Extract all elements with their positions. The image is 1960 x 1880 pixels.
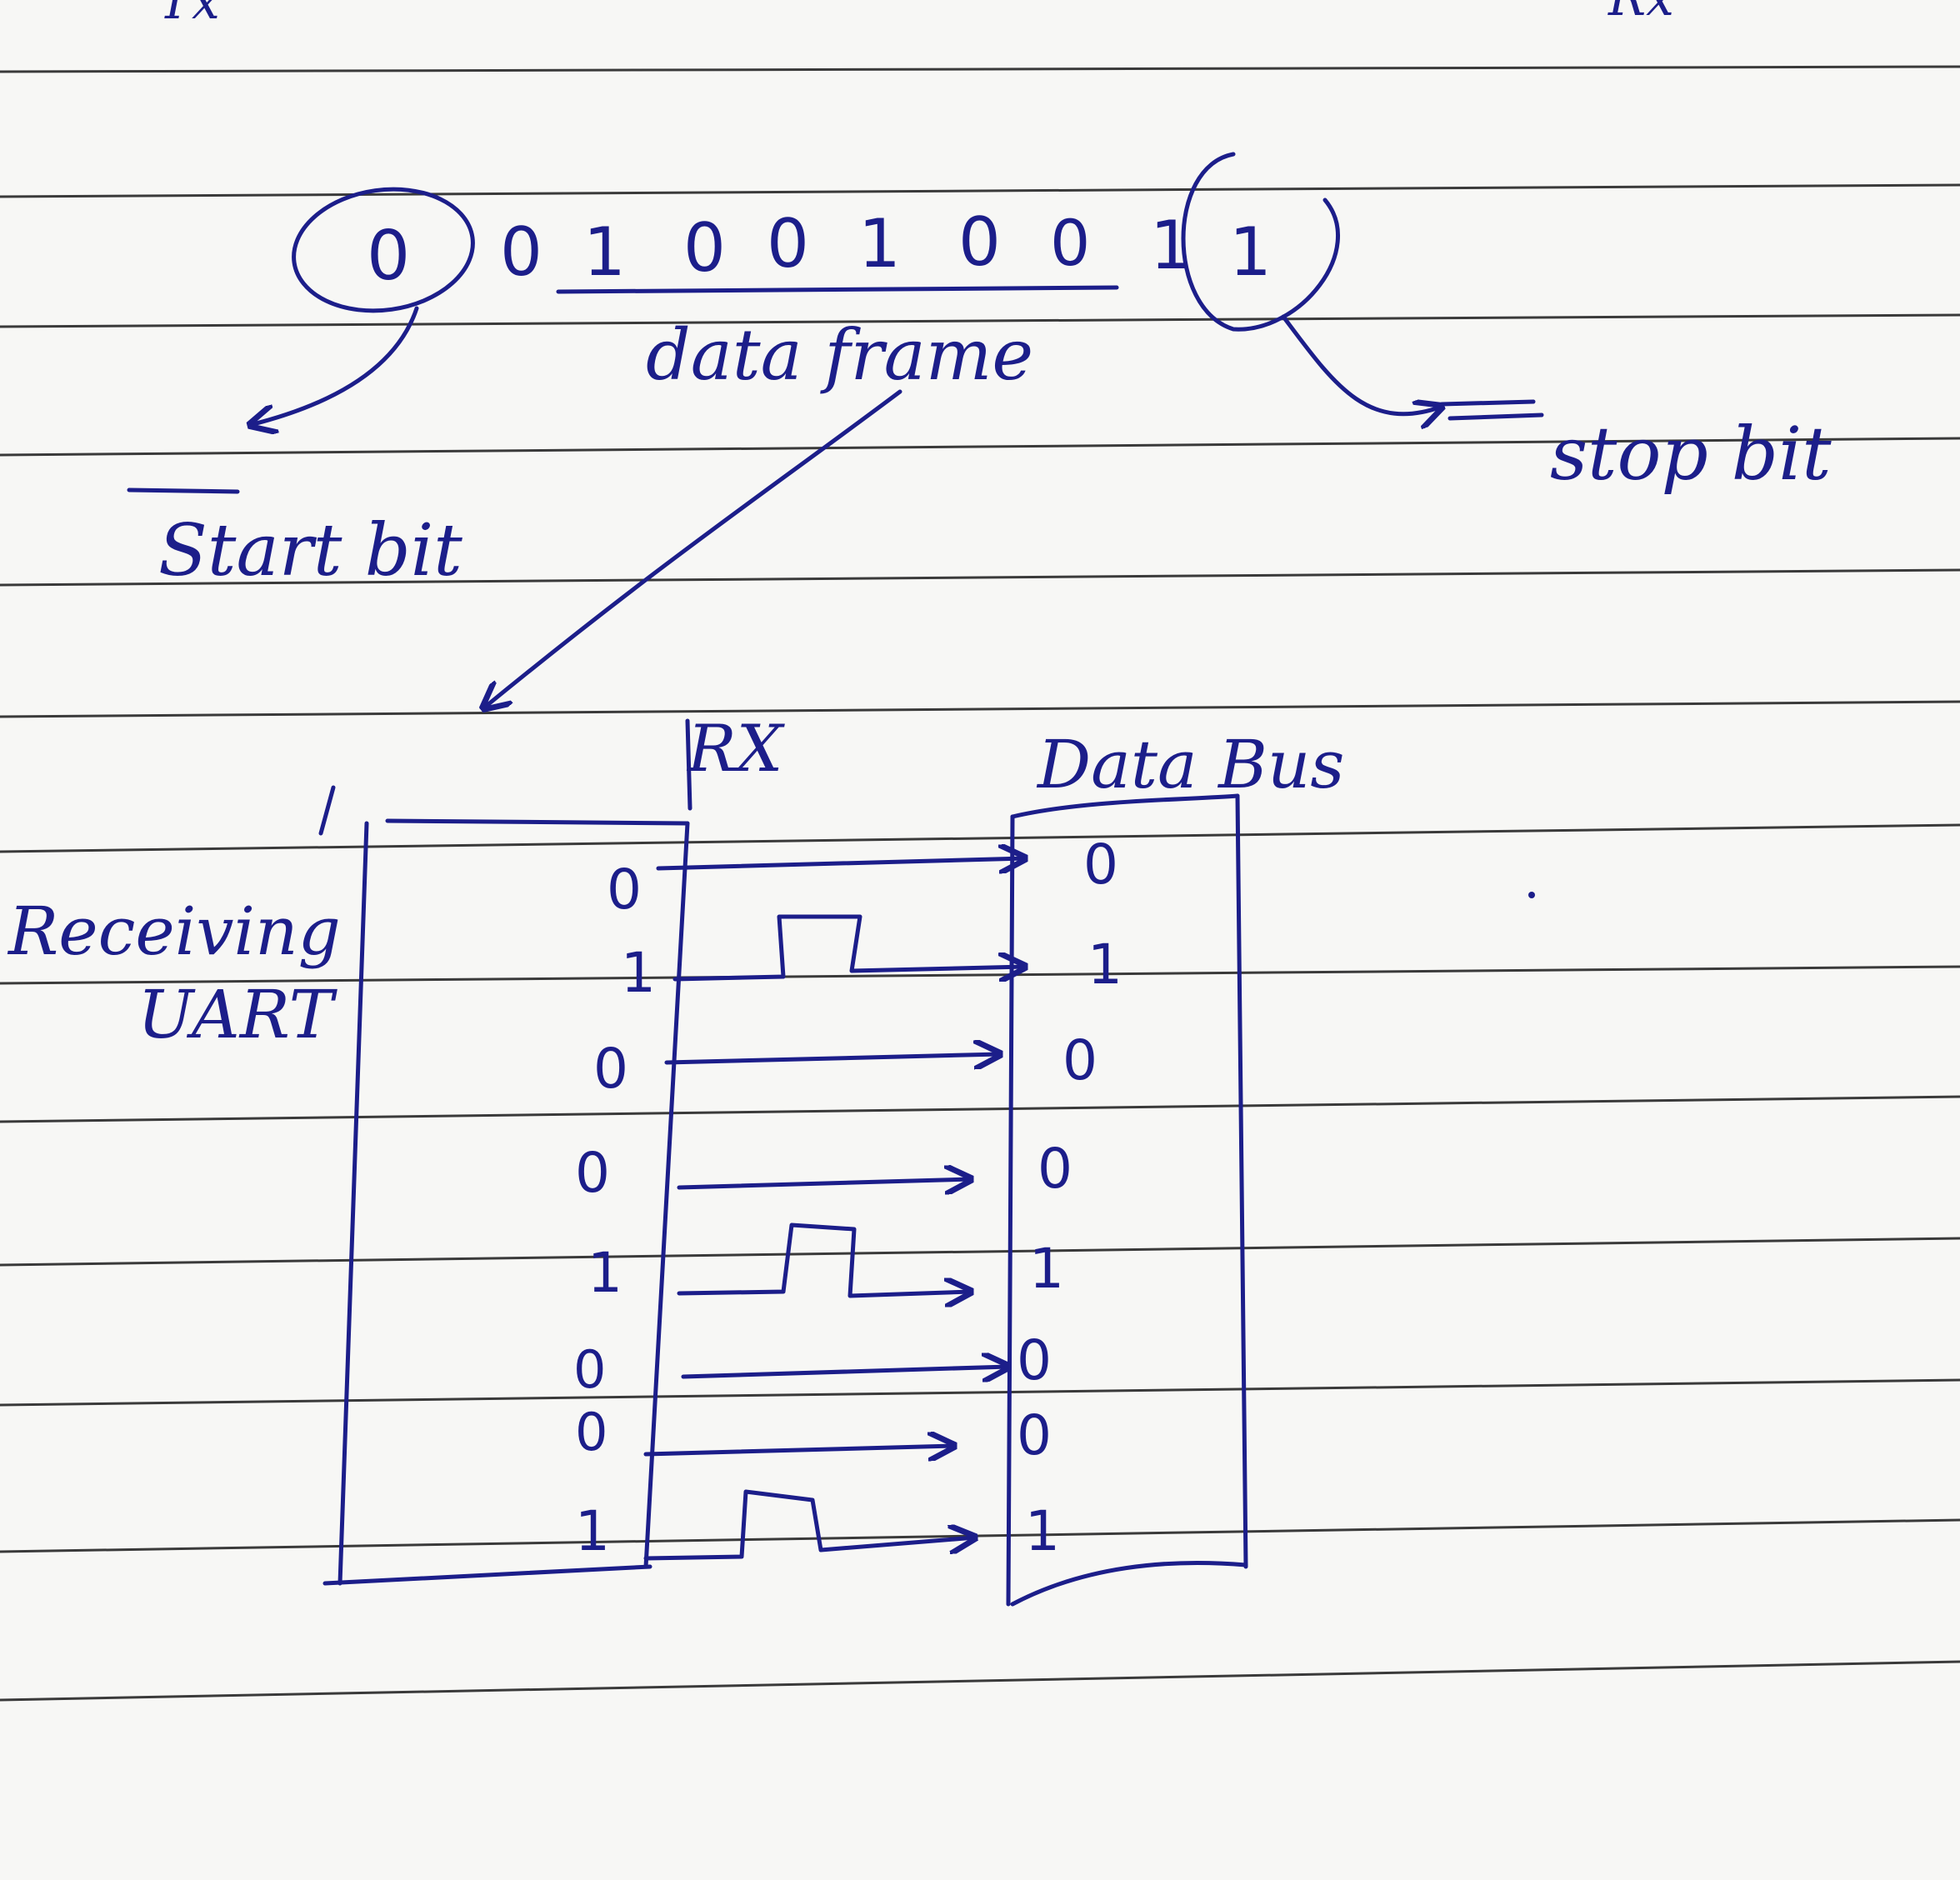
stop-bit-mark-2	[1448, 412, 1544, 421]
data-frame-arrow	[483, 389, 902, 708]
data-bit-7: 0	[1050, 206, 1090, 280]
top-right-fragment: Rx	[1608, 0, 1674, 28]
top-left-fragment: Tx	[158, 0, 220, 31]
signal-arrow-4	[677, 1179, 971, 1188]
stop-bit-mark-1	[1439, 399, 1536, 407]
rx-bit-column: 0 1 0 0 1 0 0 1	[573, 858, 656, 1563]
bus-top-edge	[1010, 793, 1240, 819]
rx-bit-7: 0	[575, 1402, 608, 1462]
bus-bit-4: 0	[1038, 1137, 1072, 1201]
signal-arrow-1	[656, 858, 1025, 868]
uart-label-line2: UART	[138, 976, 338, 1053]
bus-bit-2: 1	[1088, 932, 1122, 997]
signal-arrow-3	[664, 1054, 1000, 1062]
bus-bit-5: 1	[1029, 1237, 1064, 1301]
signal-arrow-6	[681, 1367, 1008, 1377]
bus-right-edge	[1235, 793, 1248, 1569]
data-bit-3: 0	[683, 209, 726, 287]
data-bit-1: 0	[500, 213, 542, 291]
uart-label-flourish	[318, 785, 336, 836]
rx-label: RX	[686, 712, 786, 787]
frame-bits: 0 0 1 0 0 1 0 0 1 1 data frame	[292, 152, 1340, 396]
stop-bit-label: stop bit	[1550, 411, 1832, 497]
pen-dot	[1528, 892, 1535, 898]
uart-top-edge	[385, 818, 690, 826]
bus-bit-7: 0	[1017, 1403, 1052, 1468]
signal-arrow-5	[677, 1222, 971, 1296]
data-bus-label: Data Bus	[1036, 726, 1344, 803]
data-frame-label: data frame	[646, 314, 1033, 396]
bus-bit-column: 0 1 0 0 1 0 0 1	[1017, 832, 1122, 1563]
data-bit-4: 0	[767, 205, 809, 282]
data-bit-2: 1	[583, 213, 626, 291]
bus-bit-8: 1	[1025, 1499, 1060, 1563]
data-bit-5: 1	[858, 205, 901, 282]
rx-bit-8: 1	[575, 1499, 610, 1563]
signal-arrow-2	[672, 914, 1025, 979]
data-bus-block: Data Bus	[1006, 726, 1344, 1607]
uart-label-line1: Receiving	[7, 892, 341, 970]
bus-bit-3: 0	[1062, 1028, 1098, 1092]
rx-bit-3: 0	[593, 1037, 628, 1101]
uart-right-edge	[643, 821, 690, 1569]
bus-bit-6: 0	[1017, 1328, 1052, 1392]
stop-bit-circle	[1181, 152, 1340, 332]
signal-arrow-8	[643, 1489, 975, 1561]
uart-left-edge	[338, 821, 369, 1586]
uart-bottom-edge	[322, 1564, 652, 1586]
start-bit-circle	[292, 187, 475, 313]
stop-bit: 1	[1229, 213, 1272, 291]
data-underline	[556, 285, 1119, 294]
data-bit-6: 0	[958, 203, 1001, 281]
bus-left-edge	[1006, 814, 1015, 1607]
bus-bit-1: 0	[1083, 832, 1118, 897]
bus-bottom-edge	[1010, 1561, 1248, 1607]
stop-bit-arrow	[1281, 314, 1442, 414]
start-bit-label: Start bit	[158, 509, 462, 592]
start-bit-overline	[127, 488, 240, 494]
receiving-uart-block: Receiving UART	[7, 785, 690, 1586]
start-bit: 0	[367, 217, 410, 296]
rx-bit-4: 0	[575, 1141, 610, 1205]
signal-arrow-7	[643, 1446, 954, 1454]
rx-bit-5: 1	[588, 1241, 622, 1305]
rx-bit-2: 1	[621, 941, 656, 1005]
rx-bit-6: 0	[573, 1339, 606, 1400]
rx-bit-1: 0	[607, 858, 642, 922]
start-bit-arrow	[250, 306, 419, 425]
rx-label-stem	[685, 718, 692, 811]
signal-arrows	[643, 858, 1025, 1561]
ruled-lines	[0, 65, 1960, 1702]
